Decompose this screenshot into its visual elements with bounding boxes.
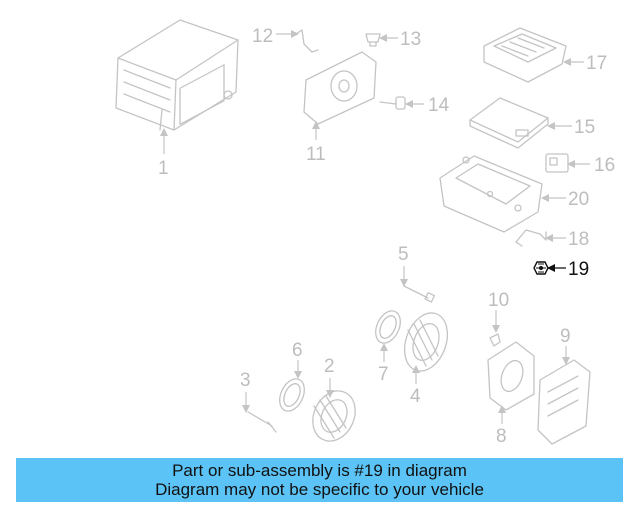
part-18-arrow [545, 234, 553, 242]
part-11-bracket[interactable] [303, 51, 377, 125]
callout-12[interactable]: 12 [252, 26, 273, 47]
part-3-screw[interactable] [247, 411, 277, 433]
callout-1[interactable]: 1 [158, 158, 169, 179]
part-8-arrow [498, 405, 506, 413]
part-18-bracket[interactable] [515, 229, 547, 247]
part-10-arrow [492, 325, 500, 333]
part-9-amplifier[interactable] [537, 359, 591, 445]
callout-4[interactable]: 4 [410, 386, 421, 407]
part-1-arrow [160, 128, 168, 136]
part-17-arrow [563, 58, 571, 66]
part-8-speaker-housing[interactable] [487, 341, 535, 411]
part-13-arrow [379, 34, 387, 42]
part-20-arrow [541, 194, 549, 202]
callout-18[interactable]: 18 [568, 229, 589, 250]
part-2-speaker[interactable] [305, 384, 363, 448]
callout-9[interactable]: 9 [560, 326, 571, 347]
part-7-arrow [380, 343, 388, 351]
part-3-arrow [242, 405, 250, 413]
callout-10[interactable]: 10 [488, 290, 509, 311]
part-14-bolt[interactable] [379, 96, 406, 110]
banner-line-disclaimer: Diagram may not be specific to your vehi… [155, 480, 484, 499]
info-banner: Part or sub-assembly is #19 in diagram D… [16, 458, 623, 502]
part-6-arrow [294, 371, 302, 379]
part-9-arrow [562, 357, 570, 365]
part-5-bolt[interactable] [403, 285, 436, 303]
callout-3[interactable]: 3 [240, 370, 251, 391]
callout-2[interactable]: 2 [324, 356, 335, 377]
part-20-mounting-plate[interactable] [439, 155, 543, 233]
part-4-speaker[interactable] [397, 307, 455, 377]
part-16-arrow [567, 160, 575, 168]
part-12-bracket[interactable] [295, 29, 319, 53]
callout-17[interactable]: 17 [586, 53, 607, 74]
part-5-arrow [400, 279, 408, 287]
banner-line-part-number: Part or sub-assembly is #19 in diagram [172, 461, 467, 480]
part-10-clip[interactable] [489, 333, 501, 347]
callout-5[interactable]: 5 [398, 244, 409, 265]
callout-7[interactable]: 7 [378, 364, 389, 385]
part-19-fastener[interactable] [533, 261, 549, 275]
callout-14[interactable]: 14 [428, 95, 450, 116]
callout-8[interactable]: 8 [496, 426, 507, 447]
part-13-plug[interactable] [365, 33, 381, 47]
part-12-arrow [291, 30, 299, 38]
part-15-module[interactable] [469, 97, 549, 149]
parts-diagram: 1 2 3 4 5 6 7 [115, 19, 615, 448]
callout-6[interactable]: 6 [292, 340, 303, 361]
callout-19[interactable]: 19 [568, 259, 589, 280]
callout-15[interactable]: 15 [574, 117, 595, 138]
callout-16[interactable]: 16 [594, 155, 615, 176]
part-6-seal-ring[interactable] [275, 375, 309, 415]
part-4-arrow [412, 365, 420, 373]
part-2-arrow [326, 390, 334, 398]
callout-20[interactable]: 20 [568, 189, 589, 210]
part-17-bezel[interactable] [483, 27, 567, 83]
part-11-arrow [312, 121, 320, 129]
part-15-arrow [547, 122, 555, 130]
part-16-connector[interactable] [545, 153, 569, 173]
callout-11[interactable]: 11 [306, 144, 326, 165]
part-14-arrow [405, 100, 413, 108]
part-1-head-unit[interactable] [115, 19, 239, 131]
callout-13[interactable]: 13 [400, 29, 421, 50]
part-7-seal-ring[interactable] [371, 307, 405, 347]
part-19-arrow [547, 264, 555, 272]
